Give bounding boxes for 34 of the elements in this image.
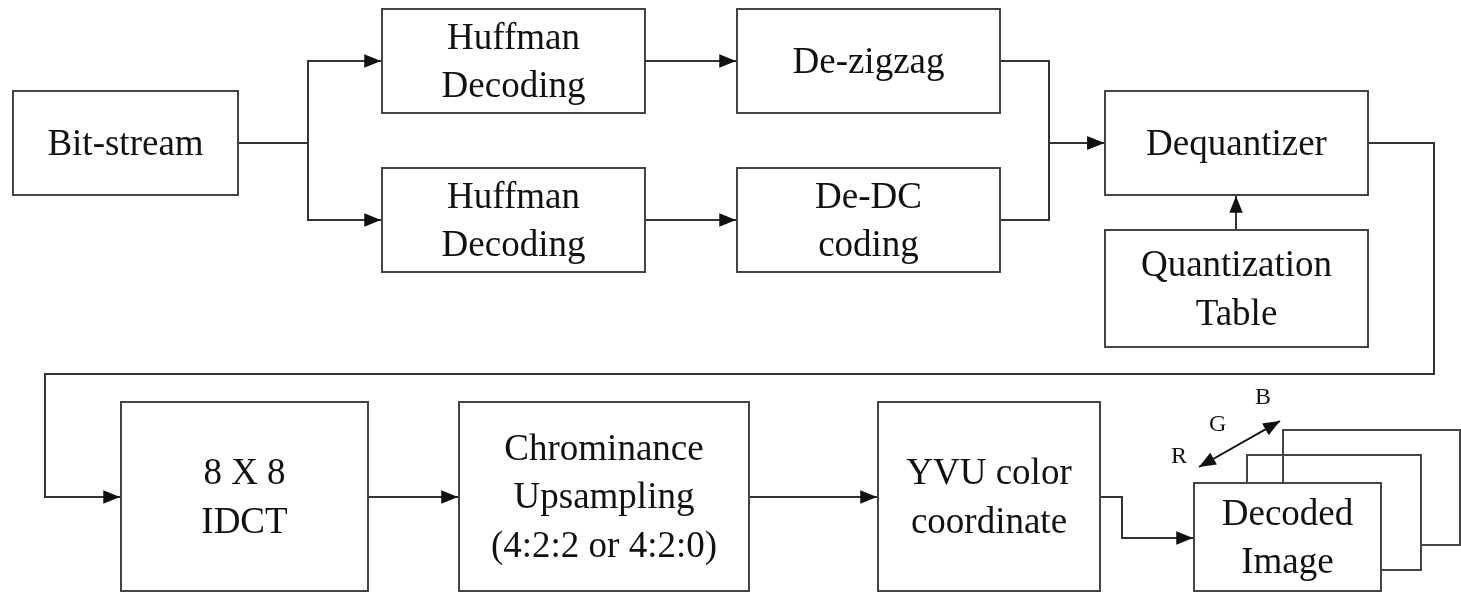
arrow [44,142,1435,504]
arrow [1229,195,1243,230]
arrow [749,490,878,504]
process-box [1193,482,1382,592]
process-box [1104,90,1369,196]
process-box [1104,229,1369,348]
arrow [645,213,737,227]
arrow [645,54,737,68]
axis-letter: B [1255,384,1271,408]
box-label: Quantization Table [1139,242,1334,335]
box-label: 8 X 8 IDCT [200,450,289,543]
box-label: Huffman Decoding [440,173,587,266]
axis-letter: R [1171,443,1187,467]
box-label: De-DC coding [814,173,923,266]
process-box [877,401,1101,592]
arrow [368,490,459,504]
arrow [1000,136,1105,221]
box-label: Bit-stream [46,120,205,165]
box-label: Chrominance Upsampling (4:2:2 or 4:2:0) [489,426,719,567]
process-box [458,401,750,592]
arrow [238,142,382,227]
process-box [120,401,369,592]
axis-letter: G [1209,411,1227,435]
box-label: Huffman Decoding [440,14,587,107]
box-label: De-zigzag [791,38,946,83]
box-label: Dequantizer [1145,120,1328,165]
box-label: YVU color coordinate [905,450,1073,543]
process-box [381,8,646,114]
process-box [12,90,239,196]
process-box [381,167,646,273]
process-box [736,8,1001,114]
box-label: Decoded Image [1220,490,1355,583]
arrow [1100,496,1194,545]
process-box [736,167,1001,273]
